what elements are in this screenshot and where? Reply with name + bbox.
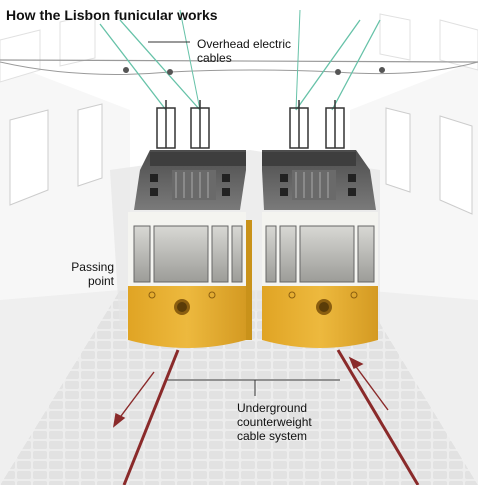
label-line: cables	[197, 51, 232, 65]
rails	[122, 349, 420, 486]
tram-left	[128, 100, 252, 348]
arrow-up-right	[348, 356, 389, 411]
street-walls	[0, 13, 478, 360]
arrow-down-left	[113, 371, 155, 428]
label-underground-cable: Underground counterweight cable system	[237, 401, 312, 443]
diagram-title: How the Lisbon funicular works	[6, 7, 218, 23]
label-line: Passing	[71, 260, 114, 274]
label-line: point	[87, 274, 114, 288]
label-line: cable system	[237, 429, 308, 443]
label-line: Overhead electric	[197, 37, 292, 51]
label-line: Underground	[237, 401, 308, 415]
label-passing-point: Passing point	[56, 260, 114, 288]
overhead-cables	[0, 9, 478, 111]
tram-right	[262, 100, 378, 348]
label-line: counterweight	[237, 415, 312, 429]
trolley-pole-right	[289, 100, 345, 149]
label-overhead-cables: Overhead electric cables	[197, 37, 291, 65]
trolley-pole-left	[156, 100, 210, 149]
